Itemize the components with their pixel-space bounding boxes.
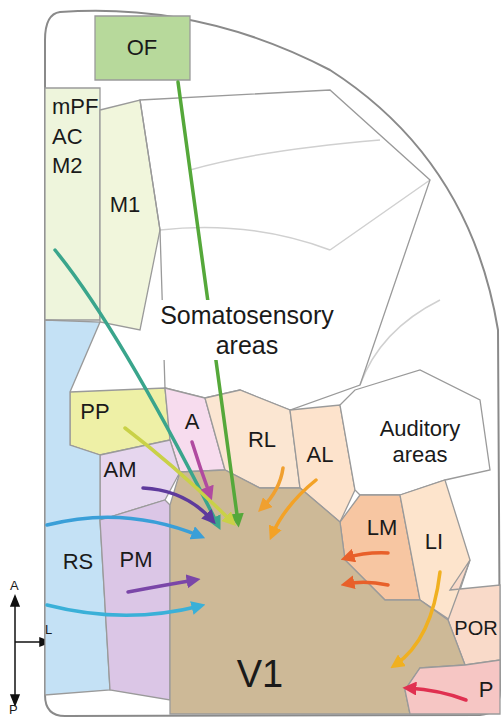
area-label: PM (120, 547, 153, 573)
compass-label: A (10, 578, 19, 594)
cortex-outline (45, 11, 500, 716)
area-label: RL (248, 427, 276, 453)
area-label: M1 (110, 192, 141, 218)
area-region: Somatosensory areas (140, 90, 430, 410)
area-label: Somatosensory areas (157, 300, 337, 360)
area-label: POR (454, 616, 497, 640)
area-region: RS (45, 320, 110, 695)
compass-label: L (45, 622, 52, 638)
area-label: PP (80, 399, 109, 425)
area-label: LM (367, 515, 398, 541)
area-label: LI (425, 529, 443, 555)
area-label: P (479, 677, 494, 703)
area-label: mPF AC M2 (52, 92, 98, 181)
region-shape (45, 88, 100, 320)
region-shape (140, 90, 430, 410)
area-label: V1 (237, 652, 283, 698)
region-shape (100, 500, 170, 700)
area-region: OF (95, 16, 190, 80)
area-region: Auditory areas (340, 370, 490, 495)
compass-label: P (9, 702, 18, 718)
area-label: A (185, 409, 200, 435)
area-label: OF (127, 35, 158, 61)
region-shape (45, 320, 110, 695)
area-label: RS (63, 549, 94, 575)
area-label: Auditory areas (380, 416, 461, 469)
area-label: AL (307, 442, 334, 468)
area-region: mPF AC M2 (45, 88, 100, 320)
area-label: AM (104, 457, 137, 483)
area-region: M1 (100, 100, 160, 330)
area-region: PM (100, 500, 170, 700)
area-region: P (405, 660, 500, 714)
compass (11, 596, 50, 705)
